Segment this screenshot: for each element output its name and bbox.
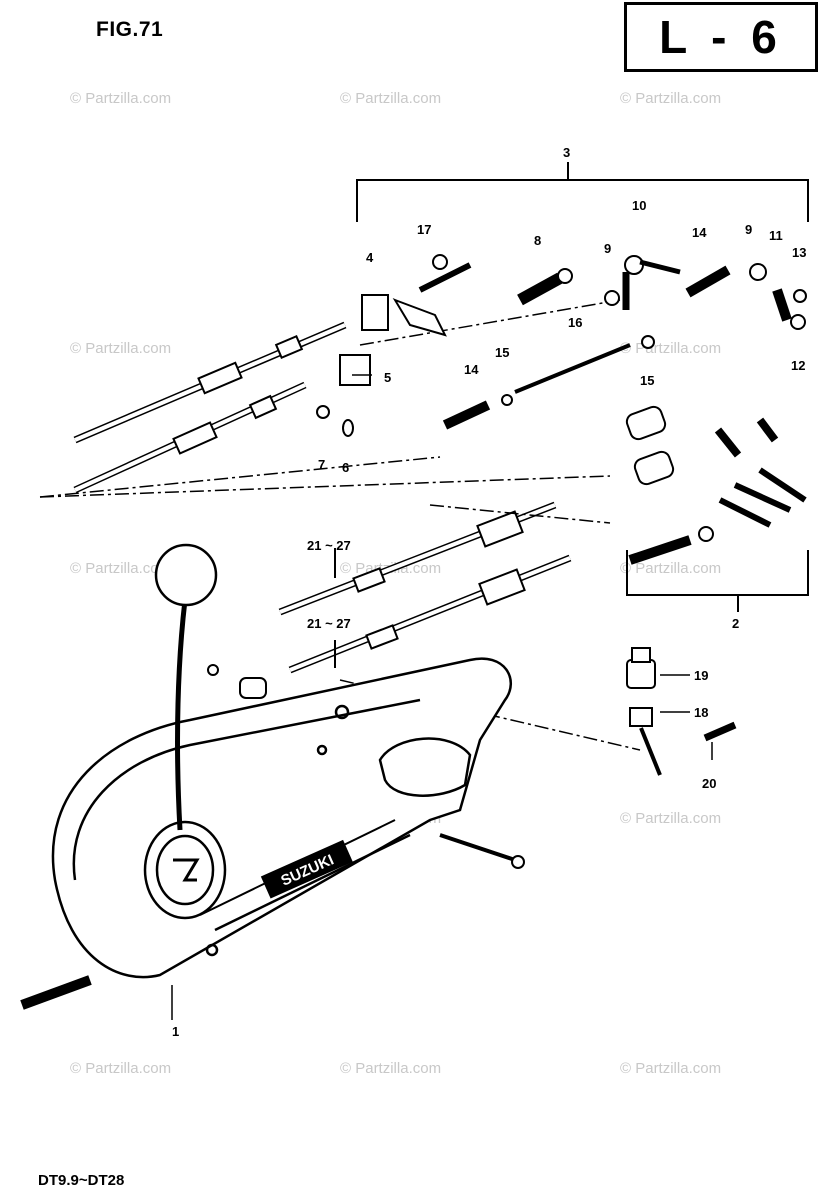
- screw-c: [758, 467, 807, 503]
- screw-20: [703, 721, 737, 742]
- watermark: © Partzilla.com: [70, 340, 172, 357]
- callout-6: 6: [342, 460, 349, 475]
- nut-13: [793, 289, 807, 303]
- washer-15-right: [641, 335, 655, 349]
- callout-14: 14: [692, 225, 707, 240]
- callout-21-27-upper: 21 ~ 27: [307, 538, 351, 553]
- clip-11: [772, 288, 792, 322]
- callout-4: 4: [366, 250, 374, 265]
- model-range: DT9.9~DT28: [38, 1172, 125, 1189]
- gear-shift-hub: [143, 820, 227, 920]
- figure-label: FIG.71: [96, 18, 164, 41]
- watermark: © Partzilla.com: [70, 1060, 172, 1077]
- throttle-handle: [378, 737, 472, 797]
- joint-8: [517, 268, 573, 306]
- watermark: © Partzilla.com: [620, 810, 722, 827]
- remote-control-box: [51, 657, 512, 979]
- callout-9: 9: [604, 241, 611, 256]
- callout-19: 19: [694, 668, 708, 683]
- callout-10: 10: [632, 198, 646, 213]
- nut-9-right: [749, 263, 767, 281]
- callout-14b: 14: [464, 362, 479, 377]
- joint-14-upper: [685, 265, 731, 298]
- watermark: © Partzilla.com: [620, 560, 722, 577]
- screw-a: [718, 497, 772, 528]
- callout-2: 2: [732, 616, 739, 631]
- callout-1: 1: [172, 1024, 179, 1039]
- remote-cable-21-27-lower: [288, 554, 572, 674]
- control-lever: [154, 543, 218, 831]
- watermark: © Partzilla.com: [340, 1060, 442, 1077]
- clamp-b: [756, 417, 779, 443]
- joint-14-lower: [442, 400, 491, 430]
- group-bracket-2: [626, 550, 809, 596]
- callout-7: 7: [318, 457, 325, 472]
- watermark: © Partzilla.com: [70, 560, 172, 577]
- rod-16: [514, 343, 631, 394]
- callout-9b: 9: [745, 222, 752, 237]
- watermark: © Partzilla.com: [340, 90, 442, 107]
- bolt-7: [316, 405, 330, 419]
- callout-12: 12: [791, 358, 805, 373]
- lever-17: [392, 254, 472, 337]
- lever-10: [622, 255, 681, 310]
- watermark: © Partzilla.com: [620, 90, 722, 107]
- washer-12: [790, 314, 806, 330]
- page-code-box: L - 6: [624, 2, 818, 72]
- watermark: © Partzilla.com: [70, 90, 172, 107]
- callout-11: 11: [769, 228, 783, 243]
- spring: [628, 535, 692, 565]
- neutral-switch-19: [626, 647, 656, 689]
- callout-21-27-lower: 21 ~ 27: [307, 616, 351, 631]
- cable-end-housing: [239, 677, 267, 699]
- spring-lower-left: [20, 975, 92, 1010]
- callout-3: 3: [563, 145, 570, 160]
- clamp-a: [714, 427, 742, 458]
- callout-15b: 15: [640, 373, 654, 388]
- callout-15: 15: [495, 345, 509, 360]
- watermark: © Partzilla.com: [620, 1060, 722, 1077]
- mount-bolt: [439, 833, 516, 862]
- callout-17: 17: [417, 222, 431, 237]
- screw-b: [733, 482, 792, 513]
- nut-18: [629, 707, 662, 776]
- cable-end-lower: [633, 450, 675, 486]
- remote-cable-21-27-upper: [278, 501, 557, 616]
- clamp-5: [339, 354, 371, 386]
- callout-5: 5: [384, 370, 391, 385]
- control-cable-upper-1: [73, 321, 347, 444]
- cable-end-upper: [625, 405, 667, 441]
- washer-6: [342, 419, 354, 437]
- callout-16: 16: [568, 315, 582, 330]
- control-cable-upper-2: [73, 381, 307, 494]
- bracket-4: [361, 294, 389, 331]
- washer-15-left: [501, 394, 513, 406]
- callout-20: 20: [702, 776, 716, 791]
- callout-13: 13: [792, 245, 806, 260]
- group-bracket-3: [356, 179, 809, 222]
- nut-9-left: [604, 290, 620, 306]
- callout-18: 18: [694, 705, 708, 720]
- callout-8: 8: [534, 233, 541, 248]
